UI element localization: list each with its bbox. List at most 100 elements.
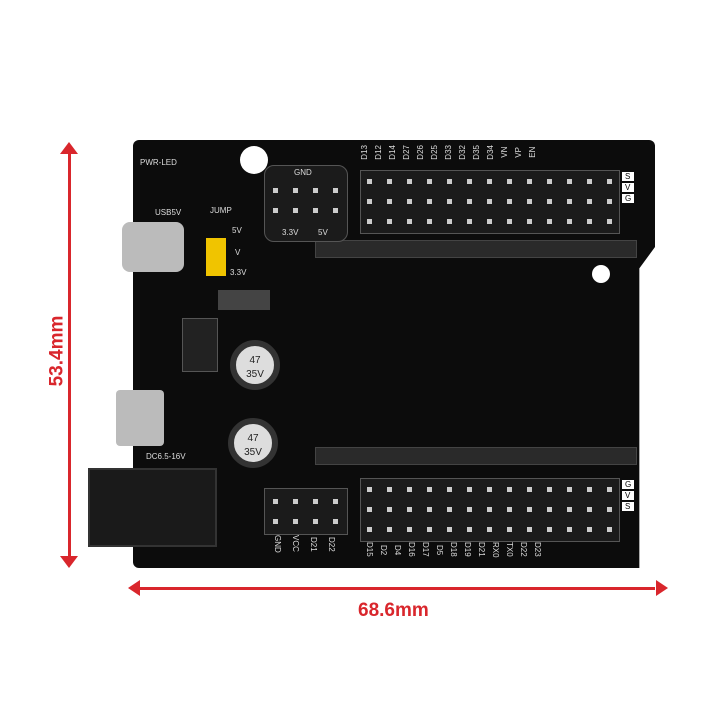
header-pin [427, 179, 432, 184]
svg-side-labels-top: S V G [622, 172, 635, 203]
header-pin [587, 487, 592, 492]
header-pin [427, 199, 432, 204]
cap-voltage: 35V [244, 447, 262, 458]
pin-label: TX0 [505, 542, 514, 558]
side-label: G [622, 194, 635, 203]
header-pin [507, 527, 512, 532]
header-pin [387, 179, 392, 184]
pin-label: D23 [533, 542, 542, 558]
header-pin [387, 487, 392, 492]
header-pin [567, 487, 572, 492]
header-pin [407, 219, 412, 224]
mounting-hole [592, 265, 610, 283]
width-dimension-line [135, 587, 655, 590]
header-pin [587, 179, 592, 184]
header-pin [547, 487, 552, 492]
header-pin [273, 499, 278, 504]
header-pin [427, 527, 432, 532]
mounting-hole [240, 146, 268, 174]
header-pin [367, 219, 372, 224]
header-pin [467, 507, 472, 512]
header-pin [273, 188, 278, 193]
header-pin [547, 199, 552, 204]
usb-label: USB5V [155, 208, 182, 217]
power-header [264, 488, 348, 535]
arrow-right-icon [656, 580, 668, 596]
header-label: 3.3V [282, 228, 299, 237]
header-pin [407, 487, 412, 492]
pin-label: D35 [472, 145, 481, 160]
header-pin [293, 188, 298, 193]
pin-label: D22 [327, 536, 336, 552]
header-pin [447, 199, 452, 204]
header-pin [427, 487, 432, 492]
header-pin [567, 179, 572, 184]
side-label: G [622, 480, 635, 489]
header-pin [447, 219, 452, 224]
top-gpio-header [360, 170, 620, 234]
header-pin [547, 219, 552, 224]
pin-label: D26 [416, 145, 425, 160]
pin-label: D22 [519, 542, 528, 558]
header-pin [527, 527, 532, 532]
header-pin [607, 179, 612, 184]
svg-side-labels-bottom: G V S [622, 480, 635, 511]
pin-label: EN [528, 146, 537, 158]
header-pin [387, 527, 392, 532]
header-pin [607, 199, 612, 204]
header-pin [467, 199, 472, 204]
header-pin [467, 527, 472, 532]
inductor [218, 290, 270, 310]
pin-label: D25 [430, 145, 439, 160]
header-pin [273, 519, 278, 524]
pin-label: D19 [463, 542, 472, 558]
header-pin [507, 487, 512, 492]
header-pin [587, 527, 592, 532]
pin-label: D17 [421, 542, 430, 558]
arrow-up-icon [60, 142, 78, 154]
pin-label: D21 [477, 542, 486, 558]
header-pin [547, 507, 552, 512]
header-pin [427, 507, 432, 512]
pin-label: D34 [486, 145, 495, 160]
header-pin [367, 507, 372, 512]
usb-c-port [122, 222, 184, 272]
header-pin [273, 208, 278, 213]
pin-label: D27 [402, 145, 411, 160]
header-pin [293, 519, 298, 524]
header-pin [507, 179, 512, 184]
header-pin [507, 507, 512, 512]
header-pin [487, 487, 492, 492]
header-pin [313, 499, 318, 504]
pin-label: D15 [365, 542, 374, 558]
pin-label: VP [514, 147, 523, 158]
header-pin [333, 188, 338, 193]
jumper-v-label: V [235, 248, 241, 257]
header-pin [293, 499, 298, 504]
pin-label: D12 [374, 145, 383, 160]
header-pin [567, 199, 572, 204]
header-pin [387, 219, 392, 224]
voltage-regulator [182, 318, 218, 372]
header-pin [507, 219, 512, 224]
height-dimension-line [68, 150, 71, 560]
pin-label: VCC [291, 535, 300, 553]
header-pin [527, 507, 532, 512]
jumper-label: JUMP [210, 206, 232, 215]
header-pin [333, 208, 338, 213]
arrow-down-icon [60, 556, 78, 568]
side-label: V [622, 183, 635, 192]
header-pin [507, 199, 512, 204]
pin-label: D33 [444, 145, 453, 160]
header-pin [587, 199, 592, 204]
header-pin [567, 219, 572, 224]
jumper-5v-label: 5V [232, 226, 242, 235]
cap-voltage: 35V [246, 369, 264, 380]
header-pin [527, 219, 532, 224]
header-pin [567, 527, 572, 532]
header-pin [527, 487, 532, 492]
